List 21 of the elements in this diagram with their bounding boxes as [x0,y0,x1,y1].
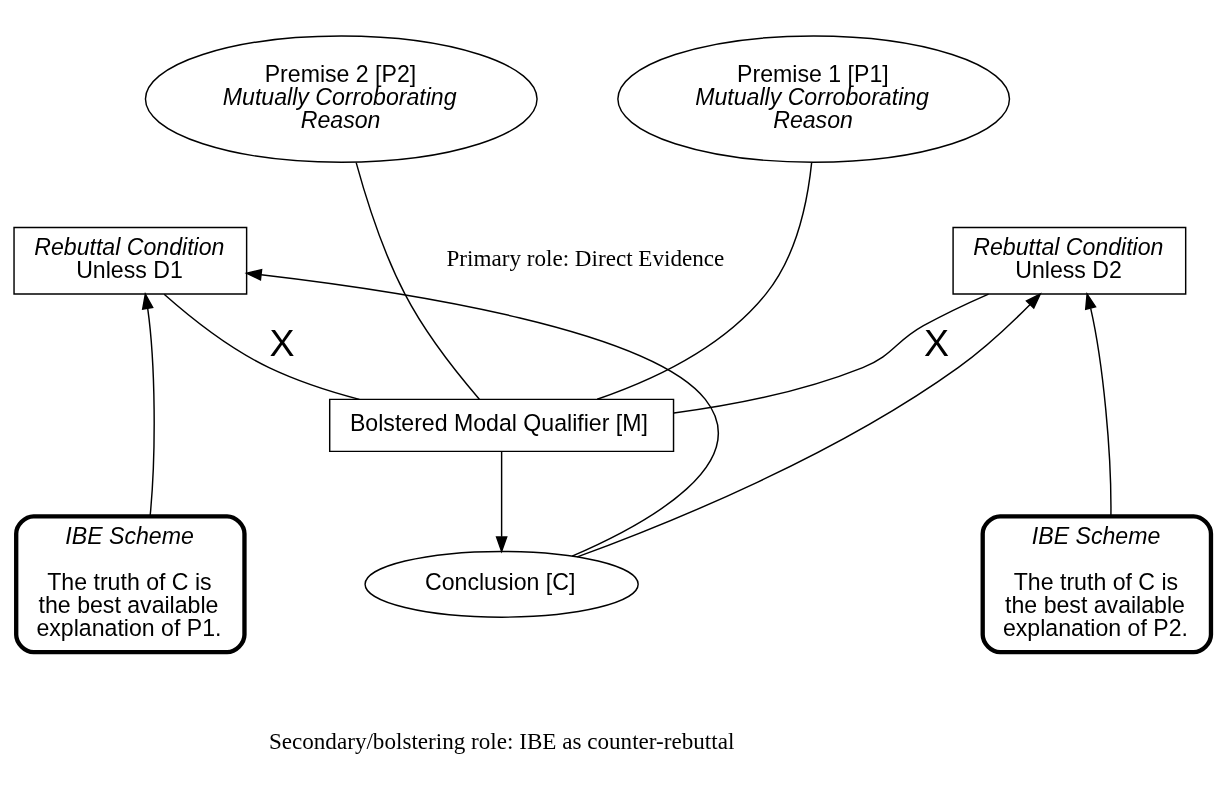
node-box: IBE Scheme The truth of C is the best available explanation of P1. [14,514,247,655]
arrow [1084,291,1112,517]
node-box: IBE Scheme The truth of C is the best available explanation of P2. [980,514,1214,655]
connector [673,293,990,414]
node-box: Bolstered Modal Qualifier [M] [328,398,675,453]
arrow [244,268,719,557]
connector [596,162,813,400]
arrow [141,291,155,517]
node-ellipse: Premise 1 [P1] Mutually Corroborating Reason [617,35,1011,163]
label: Secondary/bolstering role: IBE as counter-rebuttal [268,727,735,754]
connector [163,293,361,401]
node-ellipse: Premise 2 [P2] Mutually Corroborating Reason [144,35,538,163]
connector [355,161,481,400]
node-ellipse: Conclusion [C] [364,550,639,618]
arrow [495,451,508,554]
node-box: Rebuttal Condition Unless D1 [13,226,248,295]
node-box: Rebuttal Condition Unless D2 [952,226,1187,295]
edge-label: X [269,321,295,364]
label: Primary role: Direct Evidence [446,245,725,272]
edge-label: X [923,321,949,364]
arrow [576,292,1042,558]
